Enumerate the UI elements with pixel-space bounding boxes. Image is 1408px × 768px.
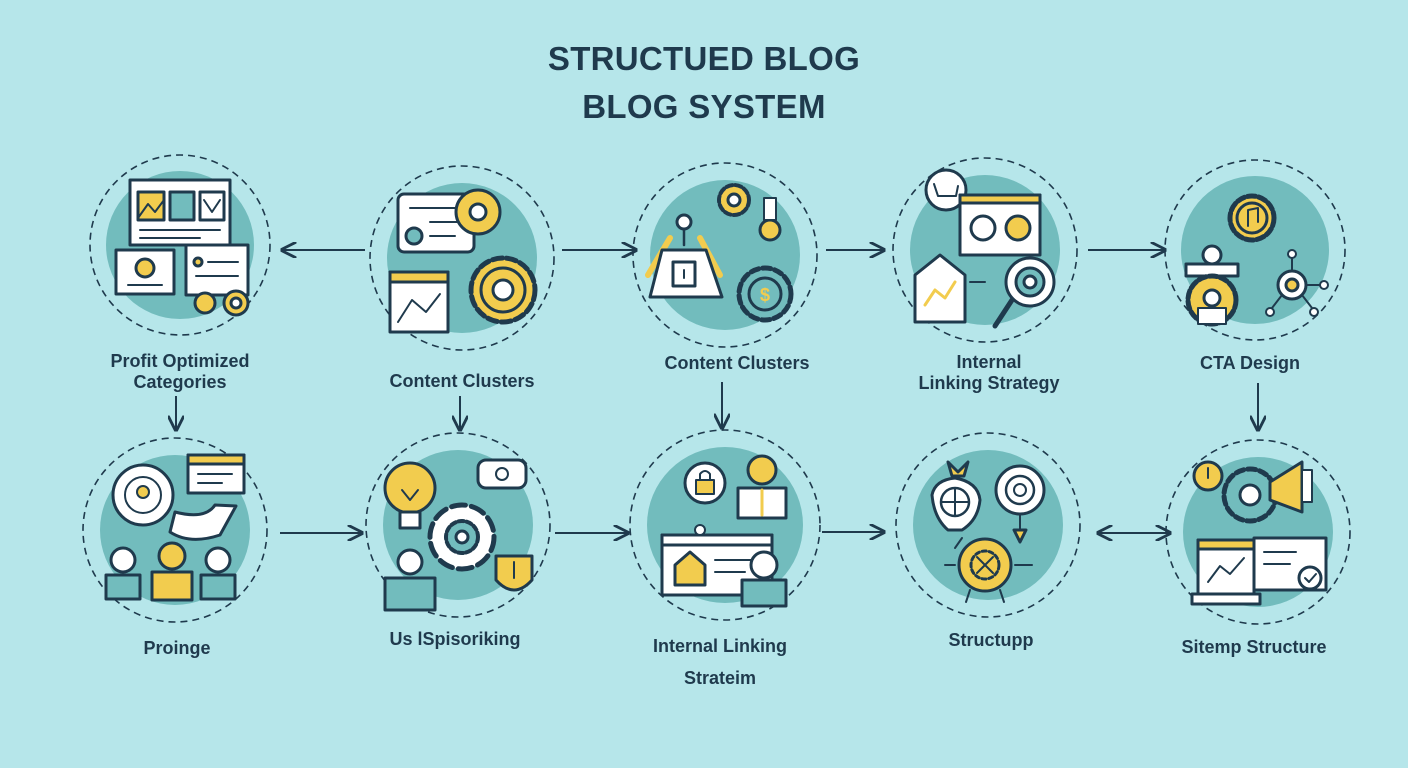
- diagram-title-line2: BLOG SYSTEM: [582, 88, 826, 125]
- label-line: Content Clusters: [389, 371, 535, 391]
- label-line: Structupp: [948, 630, 1034, 650]
- lightbulb-cycle-icon: [383, 458, 534, 612]
- dashed-ring: [892, 157, 1078, 343]
- node-internal-linking-strategy[interactable]: [892, 157, 1078, 343]
- label-line: Strateim: [683, 668, 757, 688]
- label-line: Linking Strategy: [918, 373, 1060, 393]
- label-profit-optimized-categories: Profit Optimized Categories: [60, 351, 300, 393]
- truck-gear-icon: [1190, 460, 1328, 606]
- node-structupp[interactable]: [895, 432, 1081, 618]
- node-content-clusters-1[interactable]: [369, 165, 555, 351]
- dashed-ring: [369, 165, 555, 351]
- dashed-ring: [82, 437, 268, 623]
- dashed-ring: [1164, 159, 1346, 341]
- node-internal-linking-strateim[interactable]: [629, 429, 821, 621]
- dashed-ring: [89, 154, 271, 336]
- dashboard-icon: [114, 178, 250, 317]
- label-sitemp-structure: Sitemp Structure: [1134, 637, 1374, 658]
- dashed-ring: [629, 429, 821, 621]
- label-us-lspisoriking: Us lSpisoriking: [335, 629, 575, 650]
- label-content-clusters-2: Content Clusters: [617, 353, 857, 374]
- diagram-title-line1: STRUCTUED BLOG: [547, 40, 861, 77]
- target-globe-icon: [930, 460, 1046, 603]
- browser-people-icon: [660, 454, 788, 608]
- label-line: Proinge: [143, 638, 211, 658]
- label-cta-design: CTA Design: [1130, 353, 1370, 374]
- label-line: CTA Design: [1199, 353, 1300, 373]
- label-content-clusters-1: Content Clusters: [342, 371, 582, 392]
- team-idea-icon: [104, 453, 246, 602]
- node-sitemp-structure[interactable]: [1165, 439, 1351, 625]
- label-line: Internal: [956, 352, 1022, 372]
- label-line: Us lSpisoriking: [389, 629, 521, 649]
- bag-gears-icon: $: [645, 183, 794, 323]
- node-profit-optimized-categories[interactable]: [89, 154, 271, 336]
- svg-text:$: $: [760, 285, 770, 305]
- label-internal-linking-strategy: Internal Linking Strategy: [869, 352, 1109, 394]
- node-proinge[interactable]: [82, 437, 268, 623]
- magnifier-chart-icon: [913, 168, 1056, 329]
- node-us-lspisoriking[interactable]: [365, 432, 551, 618]
- chat-gear-icon: [388, 188, 538, 334]
- dashed-ring: [895, 432, 1081, 618]
- dashed-ring: [632, 162, 818, 348]
- label-line: Profit Optimized: [110, 351, 250, 371]
- dashed-ring: [365, 432, 551, 618]
- label-line: Internal Linking: [652, 636, 787, 656]
- label-line: Categories: [133, 372, 227, 392]
- label-line: Content Clusters: [664, 353, 810, 373]
- node-cta-design[interactable]: [1164, 159, 1346, 341]
- dashed-ring: [1165, 439, 1351, 625]
- label-structupp: Structupp: [871, 630, 1111, 651]
- label-line: Sitemp Structure: [1181, 637, 1327, 657]
- label-proinge: Proinge: [57, 638, 297, 659]
- node-content-clusters-2[interactable]: $: [632, 162, 818, 348]
- label-internal-linking-strateim: Internal Linking Strateim: [600, 630, 840, 694]
- people-gear-icon: [1184, 193, 1329, 327]
